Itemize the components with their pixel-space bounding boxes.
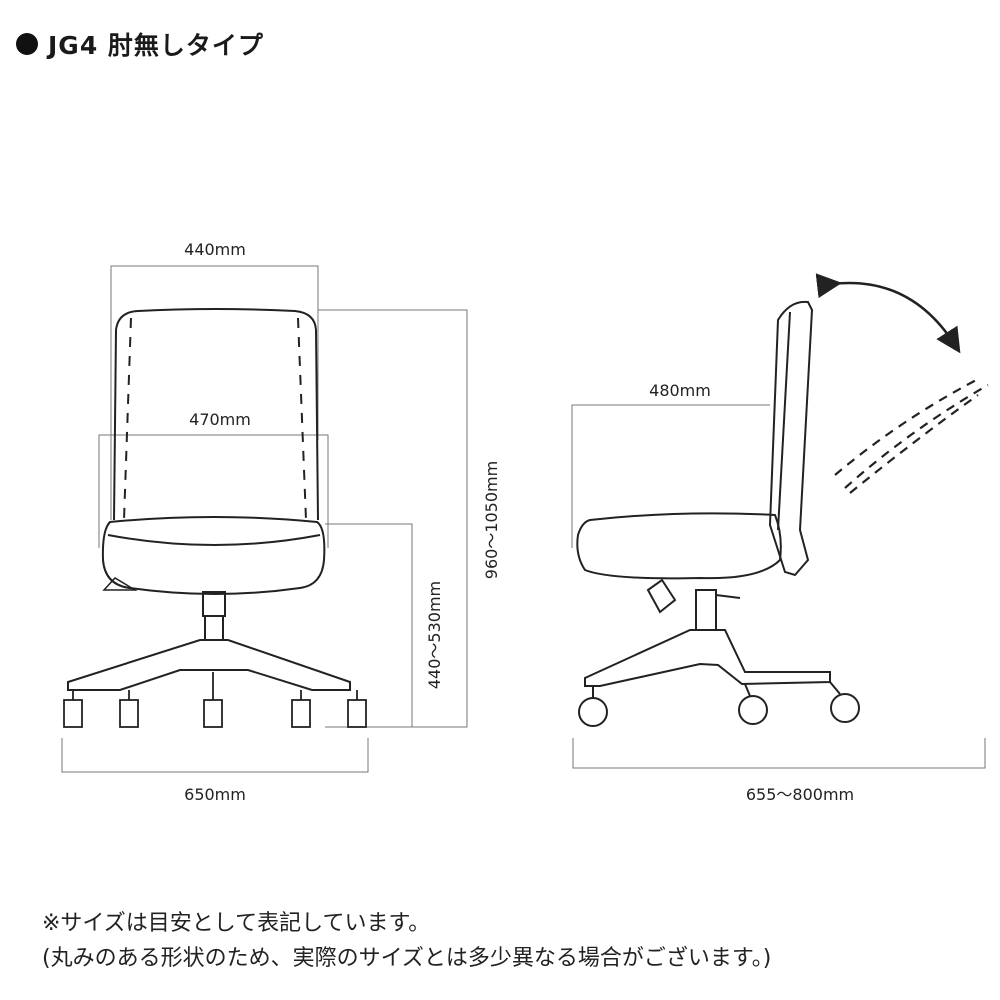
- dimension-lines-front: [61, 265, 468, 773]
- note-line-1: ※サイズは目安として表記しています。: [42, 911, 431, 936]
- front-casters: [63, 672, 367, 728]
- base-width-label: 650mm: [184, 785, 246, 804]
- front-seat: [101, 516, 326, 595]
- note-line-2: (丸みのある形状のため、実際のサイズとは多少異なる場合がございます。): [42, 946, 772, 971]
- side-view: [571, 273, 989, 769]
- seat-width-label: 470mm: [189, 410, 251, 429]
- backrest-width-label: 440mm: [184, 240, 246, 259]
- side-seat: [576, 512, 782, 580]
- side-casters: [578, 681, 860, 727]
- front-backrest-seam-right: [297, 317, 307, 521]
- front-gas-column: [202, 591, 226, 617]
- recline-double-arrow-icon: [815, 273, 961, 354]
- page-title: JG4 肘無しタイプ: [16, 26, 264, 62]
- front-base: [67, 639, 351, 691]
- total-height-label: 960～1050mm: [482, 461, 501, 579]
- side-base: [584, 629, 831, 687]
- front-lever: [102, 577, 138, 591]
- side-backrest: [768, 300, 814, 577]
- seat-height-label: 440～530mm: [425, 581, 444, 689]
- reclined-backrest: [834, 377, 989, 494]
- total-depth-label: 655～800mm: [746, 785, 854, 804]
- title-text: JG4 肘無しタイプ: [48, 31, 264, 60]
- front-view: [61, 265, 468, 773]
- bullet-icon: [16, 33, 38, 55]
- front-backrest: [113, 308, 319, 521]
- side-knob: [646, 578, 677, 614]
- seat-depth-label: 480mm: [649, 381, 711, 400]
- side-gas-column: [695, 589, 717, 631]
- dimension-lines-side: [571, 404, 986, 769]
- front-backrest-seam-left: [123, 317, 132, 521]
